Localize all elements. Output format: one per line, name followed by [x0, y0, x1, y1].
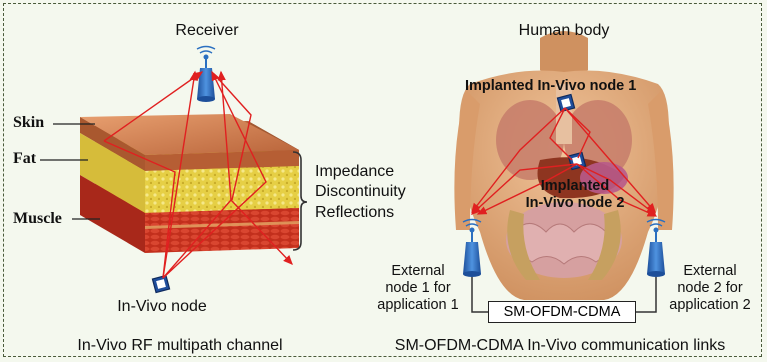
human-body-title: Human body — [498, 22, 630, 40]
impedance-label-line1: Impedance — [315, 163, 394, 181]
fat-label: Fat — [13, 150, 36, 168]
skin-label: Skin — [13, 114, 44, 132]
link-line-left — [472, 277, 488, 312]
external-1-label-line2: node 1 for — [376, 280, 460, 296]
in-vivo-node-label: In-Vivo node — [94, 298, 230, 316]
link-line-right — [636, 277, 656, 312]
implant-2-label-line2: In-Vivo node 2 — [505, 195, 645, 211]
right-caption: SM-OFDM-CDMA In-Vivo communication links — [380, 337, 740, 355]
impedance-label-line3: Reflections — [315, 204, 394, 222]
receiver-label: Receiver — [166, 22, 248, 40]
implant-1-label: Implanted In-Vivo node 1 — [465, 78, 636, 94]
external-2-label-line3: application 2 — [660, 297, 760, 313]
left-caption: In-Vivo RF multipath channel — [50, 337, 310, 355]
sm-ofdm-cdma-box: SM-OFDM-CDMA — [488, 301, 636, 323]
implant-2-label-line1: Implanted — [520, 178, 630, 194]
external-1-label-line3: application 1 — [366, 297, 470, 313]
external-1-label-line1: External — [376, 263, 460, 279]
external-2-label-line2: node 2 for — [664, 280, 756, 296]
external-2-label-line1: External — [664, 263, 756, 279]
implant-chip-icon — [152, 275, 169, 292]
muscle-label: Muscle — [13, 210, 62, 228]
impedance-label-line2: Discontinuity — [315, 183, 406, 201]
